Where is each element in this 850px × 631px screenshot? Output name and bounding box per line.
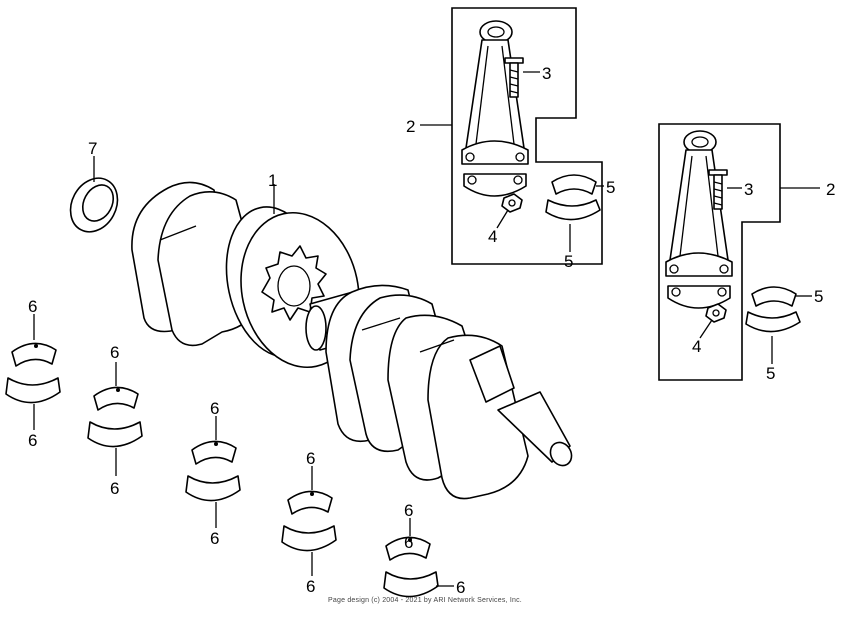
callout-rod-bearing-left-a: 5: [606, 178, 615, 197]
callout-main-bearing: 6: [28, 297, 37, 316]
callout-rod-bearing-left-b: 5: [564, 252, 573, 271]
rod-bearing-left: [545, 174, 604, 252]
crankshaft: [131, 181, 573, 500]
callout-main-bearing: 6: [210, 399, 219, 418]
callout-rod-bolt-right: 3: [744, 180, 753, 199]
connecting-rod-box-left: [420, 7, 603, 265]
oil-seal: [69, 156, 119, 233]
callout-main-bearing: 6: [306, 449, 315, 468]
callout-rod-bolt-left: 3: [542, 64, 551, 83]
callout-main-bearing: 6: [110, 343, 119, 362]
callout-main-bearing: 6: [404, 533, 413, 552]
callout-connecting-rod-right: 2: [826, 180, 835, 199]
callout-main-bearing: 6: [210, 529, 219, 548]
rod-bolt-left: [504, 57, 540, 98]
callout-main-bearing: 6: [404, 501, 413, 520]
main-bearing-3: [185, 416, 241, 528]
rod-bearing-right: [745, 286, 812, 364]
main-bearing-5: [383, 518, 454, 598]
main-bearing-2: [87, 362, 143, 476]
rod-nut-left: [496, 193, 523, 229]
callout-rod-nut-right: 4: [692, 337, 701, 356]
connecting-rod-right: [665, 130, 733, 309]
callout-rod-bearing-right-a: 5: [814, 287, 823, 306]
callout-rod-bearing-right-b: 5: [766, 364, 775, 383]
callout-main-bearing: 6: [306, 577, 315, 596]
connecting-rod-left: [461, 20, 529, 197]
callout-rod-nut-left: 4: [488, 227, 497, 246]
callout-main-bearing: 6: [456, 578, 465, 597]
callout-main-bearing: 6: [110, 479, 119, 498]
rod-bolt-right: [708, 169, 742, 210]
copyright-footer: Page design (c) 2004 - 2021 by ARI Netwo…: [328, 597, 522, 604]
connecting-rod-box-right: [658, 123, 820, 381]
main-bearing-1: [5, 314, 61, 430]
callout-main-bearing: 6: [28, 431, 37, 450]
main-bearing-4: [281, 466, 337, 576]
rod-nut-right: [699, 303, 727, 339]
callout-oil-seal: 7: [88, 139, 97, 158]
callout-connecting-rod-left: 2: [406, 117, 415, 136]
callout-crankshaft: 1: [268, 171, 277, 190]
